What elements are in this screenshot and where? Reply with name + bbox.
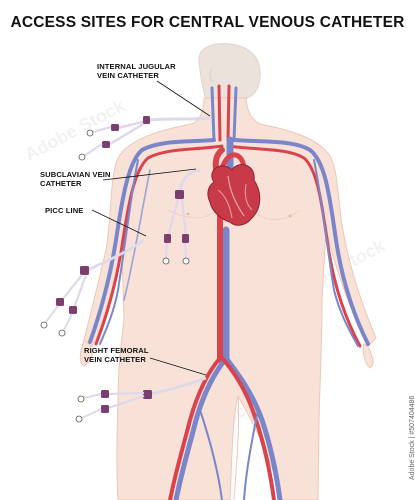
subclavian-catheter (162, 168, 201, 265)
label-line: VEIN CATHETER (97, 71, 159, 80)
stock-id-text: Adobe Stock | #507404486 (409, 395, 415, 480)
nipple (186, 212, 190, 216)
torso-shape (83, 97, 377, 500)
chest-line (257, 209, 301, 220)
leader-line-internal-jugular (156, 80, 211, 117)
carotid-artery (217, 84, 222, 142)
label-line: SUBCLAVIAN VEIN (40, 170, 111, 179)
left-hand-shape (362, 343, 374, 369)
label-line: PICC LINE (45, 206, 84, 215)
label-right-femoral: RIGHT FEMORAL VEIN CATHETER (84, 346, 149, 364)
arm-vein (123, 169, 151, 301)
vascular-system (88, 84, 370, 500)
right-hand-shape (79, 339, 93, 367)
carotid-artery (226, 84, 231, 142)
label-line: INTERNAL JUGULAR (97, 62, 176, 71)
iliac-artery-right (168, 356, 222, 500)
label-picc: PICC LINE (45, 206, 83, 215)
leg-branch (199, 409, 223, 500)
subclavian-vein (232, 138, 370, 346)
leader-line-subclavian (102, 168, 197, 181)
leader-line-picc (91, 209, 147, 237)
leader-line-right-femoral (149, 357, 207, 376)
picc-catheter (40, 238, 145, 337)
leg-split (233, 395, 240, 500)
catheters (40, 116, 211, 423)
heart (207, 164, 261, 226)
heart-vessel (244, 183, 253, 211)
internal-jugular-catheter (78, 116, 211, 161)
subclavian-artery (94, 144, 224, 346)
label-line: CATHETER (40, 179, 82, 188)
page-title: ACCESS SITES FOR CENTRAL VENOUS CATHETER (10, 14, 405, 31)
label-subclavian: SUBCLAVIAN VEIN CATHETER (40, 170, 111, 188)
stock-id: Adobe Stock | #507404486 (398, 330, 415, 480)
label-line: RIGHT FEMORAL (84, 346, 149, 355)
iliac-vein-right (173, 355, 229, 500)
label-line: VEIN CATHETER (84, 355, 146, 364)
arm-vein (313, 159, 359, 347)
heart-vessel (227, 175, 245, 217)
iliac-vein-left (223, 355, 283, 500)
right-femoral-catheter (75, 376, 207, 423)
label-internal-jugular: INTERNAL JUGULAR VEIN CATHETER (97, 62, 176, 80)
ear-shape (209, 67, 215, 83)
chest-line (167, 209, 213, 219)
leg-branch (243, 409, 259, 500)
body-silhouette (79, 43, 377, 500)
arm-vein (99, 159, 139, 345)
leader-lines (91, 80, 211, 376)
head-shape (198, 43, 261, 103)
heart-shape (207, 164, 261, 226)
jugular-vein (232, 86, 238, 142)
nipple (288, 214, 292, 218)
heart-vessel (217, 189, 233, 219)
jugular-vein (210, 86, 216, 142)
subclavian-vein (88, 138, 216, 344)
